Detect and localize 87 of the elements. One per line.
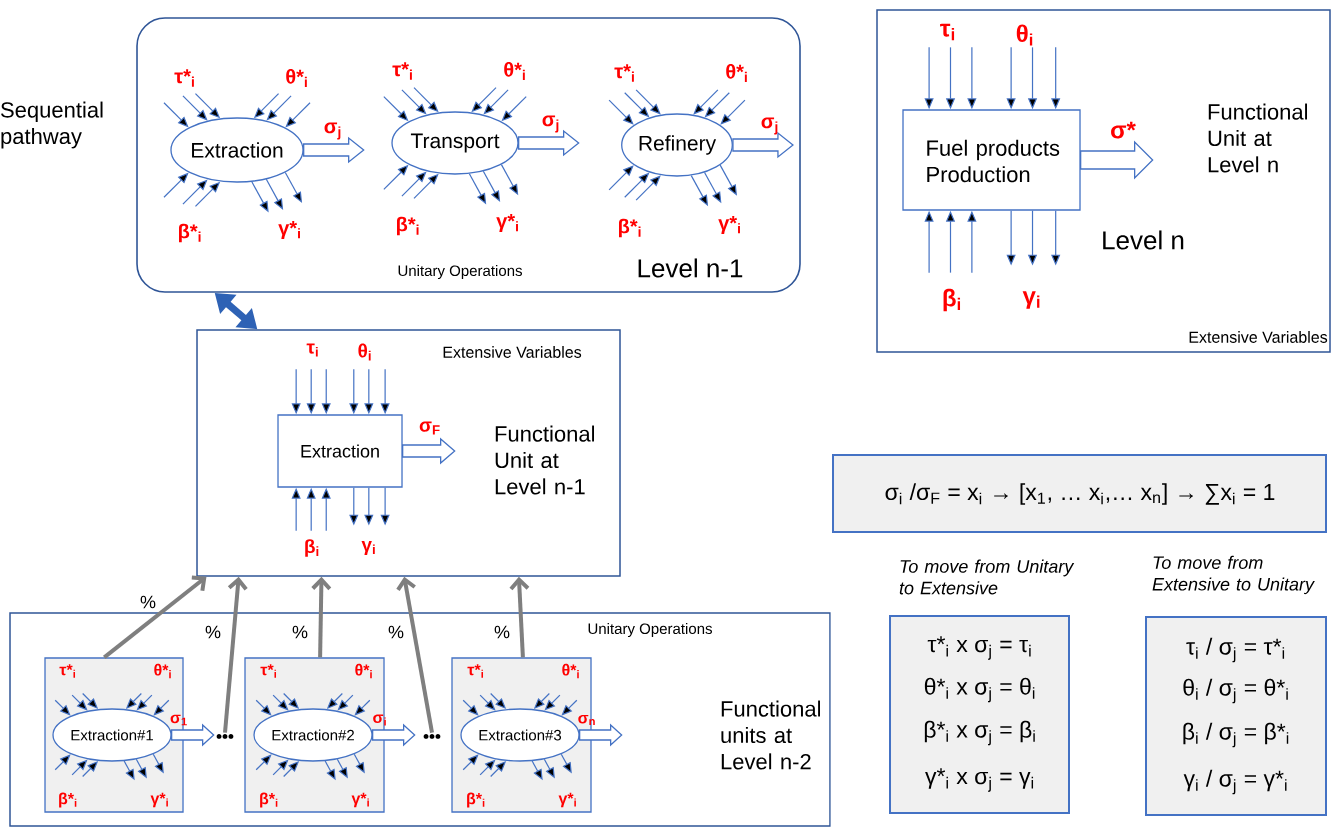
edge-label: % — [139, 594, 157, 610]
block-arrow — [372, 723, 416, 747]
block-arrow — [518, 129, 580, 157]
block-arrow — [303, 136, 365, 164]
input-arrows — [693, 89, 746, 125]
variable-label: β$_{i}$ — [943, 288, 961, 312]
ellipsis: ••• — [216, 733, 234, 739]
node-label: θ$_{i}$ / σ$_{j}$ = θ*$_{i}$ — [1183, 678, 1288, 704]
level-label: Level n — [1103, 230, 1184, 250]
variable-label: β*$_{i}$ — [59, 792, 77, 808]
variable-label: θ*$_{i}$ — [504, 62, 525, 80]
variable-label: τ*$_{i}$ — [467, 664, 483, 678]
block-arrow — [402, 437, 456, 465]
node-label: Functional Unit at Level n — [1208, 103, 1308, 173]
node-label: τ*$_{i}$ x σ$_{j}$ = τ$_{i}$ — [927, 636, 1031, 660]
edge-label: % — [493, 624, 511, 640]
block-arrow — [1080, 140, 1154, 180]
variable-label: τ*$_{i}$ — [614, 64, 634, 82]
arrow — [103, 575, 207, 659]
input-arrows — [608, 165, 661, 201]
node-label: τ$_{i}$ / σ$_{j}$ = τ*$_{i}$ — [1186, 637, 1285, 663]
variable-label: β*$_{i}$ — [260, 792, 278, 808]
variable-label: θ$_{i}$ — [358, 343, 371, 361]
variable-label: σ$_{n}$ — [578, 714, 595, 726]
node-label: Functional Unit at Level n-1 — [495, 425, 595, 495]
variable-label: τ*$_{i}$ — [260, 664, 276, 678]
process-box: Extraction — [277, 414, 403, 488]
node-label: γ*$_{i}$ x σ$_{j}$ = γ$_{i}$ — [925, 768, 1034, 792]
equation-box: τ$_{i}$ / σ$_{j}$ = τ*$_{i}$ θ$_{i}$ / σ$_{j}$ = θ*$_{i}$ β$_{i}$ / σ$_{j}$ = β*$_{i}$ γ$_{i}$ / σ$_{j}$ = γ*$_{i}$ — [1145, 616, 1327, 816]
variable-label: σ* — [1111, 121, 1136, 139]
variable-label: τ*$_{i}$ — [59, 664, 75, 678]
variable-label: β*$_{i}$ — [397, 216, 419, 236]
block-arrow — [732, 131, 794, 159]
variable-label: θ*$_{i}$ — [562, 663, 579, 679]
variable-label: θ*$_{i}$ — [355, 663, 372, 679]
variable-label: γ$_{i}$ — [361, 541, 375, 555]
variable-label: θ*$_{i}$ — [154, 663, 171, 679]
variable-label: θ$_{i}$ — [1016, 24, 1033, 46]
variable-label: γ*$_{i}$ — [150, 792, 168, 808]
edge-label: % — [291, 624, 309, 640]
node-label: γ$_{i}$ / σ$_{j}$ = γ*$_{i}$ — [1183, 769, 1287, 795]
variable-label: γ*$_{i}$ — [558, 792, 576, 808]
variable-label: σ$_{j}$ — [324, 122, 341, 140]
variable-label: σ$_{i}$ — [373, 714, 386, 726]
heading: To move from Unitary to Extensive — [899, 559, 1075, 595]
edge-label: % — [387, 624, 405, 640]
variable-label: τ*$_{i}$ — [174, 69, 194, 87]
variable-label: β$_{i}$ — [305, 539, 319, 557]
node-label: Unitary Operations — [588, 623, 712, 637]
variable-label: σ$_{j}$ — [761, 117, 778, 135]
node-label: Functional units at Level n-2 — [721, 700, 821, 770]
variable-label: τ$_{i}$ — [940, 23, 955, 41]
heading: Sequential pathway — [1, 101, 103, 149]
variable-label: β*$_{i}$ — [467, 792, 485, 808]
edge-label: % — [204, 624, 222, 640]
variable-label: θ*$_{i}$ — [286, 69, 307, 87]
arrow — [396, 576, 434, 733]
node-label: Extensive Variables — [443, 346, 582, 358]
level-label: Level n-1 — [638, 258, 743, 278]
variable-label: γ*$_{i}$ — [496, 214, 518, 232]
block-arrow — [579, 723, 623, 747]
equation-box: σ$_{i}$ /σ$_{F}$ = x$_{i}$ → [x$_{1}$, … x$_{i}$,… x$_{n}$] → ∑x$_{i}$ = 1 — [832, 454, 1327, 533]
node-label: β$_{i}$ / σ$_{j}$ = β*$_{i}$ — [1183, 722, 1289, 748]
node-label: β*$_{i}$ x σ$_{j}$ = β$_{i}$ — [924, 720, 1035, 746]
block-arrow — [171, 723, 215, 747]
variable-label: β*$_{i}$ — [179, 223, 201, 243]
node-label: θ*$_{i}$ x σ$_{j}$ = θ$_{i}$ — [924, 677, 1035, 703]
input-arrows — [608, 89, 661, 125]
variable-label: σ$_{F}$ — [419, 421, 440, 435]
ellipsis: ••• — [423, 733, 441, 739]
arrow — [509, 576, 530, 658]
variable-label: τ$_{i}$ — [306, 343, 318, 357]
variable-label: γ*$_{i}$ — [351, 792, 369, 808]
variable-label: β*$_{i}$ — [619, 218, 641, 238]
variable-label: τ*$_{i}$ — [392, 62, 412, 80]
variable-label: θ*$_{i}$ — [726, 64, 747, 82]
node-label: Unitary Operations — [398, 265, 522, 279]
arrow — [311, 576, 332, 658]
variable-label: σ$_{1}$ — [170, 714, 187, 726]
variable-label: γ*$_{i}$ — [718, 216, 740, 234]
process-box: Fuel products Production — [902, 109, 1081, 211]
variable-label: γ$_{i}$ — [1022, 291, 1040, 309]
node-label: Extensive Variables — [1189, 331, 1328, 343]
heading: To move from Extensive to Unitary — [1152, 555, 1315, 595]
variable-label: γ*$_{i}$ — [278, 221, 300, 239]
equation-box: τ*$_{i}$ x σ$_{j}$ = τ$_{i}$ θ*$_{i}$ x σ$_{j}$ = θ$_{i}$ β*$_{i}$ x σ$_{j}$ = β$_{i}$ γ*$_{i}$ x σ$_{j}$ = γ$_{i}$ — [889, 615, 1070, 814]
variable-label: σ$_{j}$ — [542, 115, 559, 133]
